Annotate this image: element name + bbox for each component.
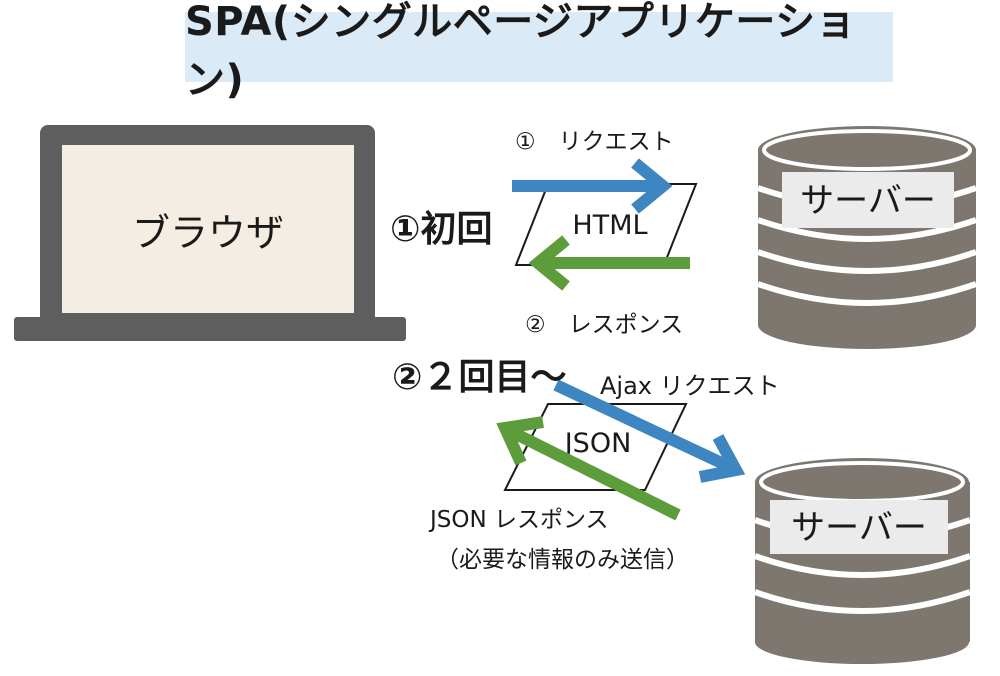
request-arrow-icon <box>512 158 673 214</box>
json-response-label: JSON レスポンス <box>430 507 609 533</box>
first-response-label: ② レスポンス <box>525 312 684 338</box>
html-payload-label: HTML <box>572 210 647 241</box>
diagram-title: SPA(シングルページアプリケーション) <box>185 0 857 103</box>
first-request-label: ① リクエスト <box>515 129 674 155</box>
ajax-request-label: Ajax リクエスト <box>600 372 780 400</box>
subsequent-visits-label: ②２回目〜 <box>392 357 567 398</box>
ajax-request-arrow-icon <box>553 379 746 483</box>
server-top-icon: サーバー <box>757 126 977 349</box>
server-top-label: サーバー <box>800 181 936 221</box>
server-bottom-icon: サーバー <box>753 458 971 664</box>
browser-label: ブラウザ <box>132 211 284 255</box>
response-arrow-icon <box>528 235 690 291</box>
json-response-note: （必要な情報のみ送信） <box>436 547 689 573</box>
title-banner: SPA(シングルページアプリケーション) <box>185 0 893 103</box>
json-response-arrow-icon <box>496 416 681 521</box>
server-bottom-label: サーバー <box>791 508 927 548</box>
first-visit-label: ①初回 <box>390 209 493 250</box>
json-payload-label: JSON <box>563 428 632 459</box>
browser-laptop-icon: ブラウザ <box>14 125 406 341</box>
